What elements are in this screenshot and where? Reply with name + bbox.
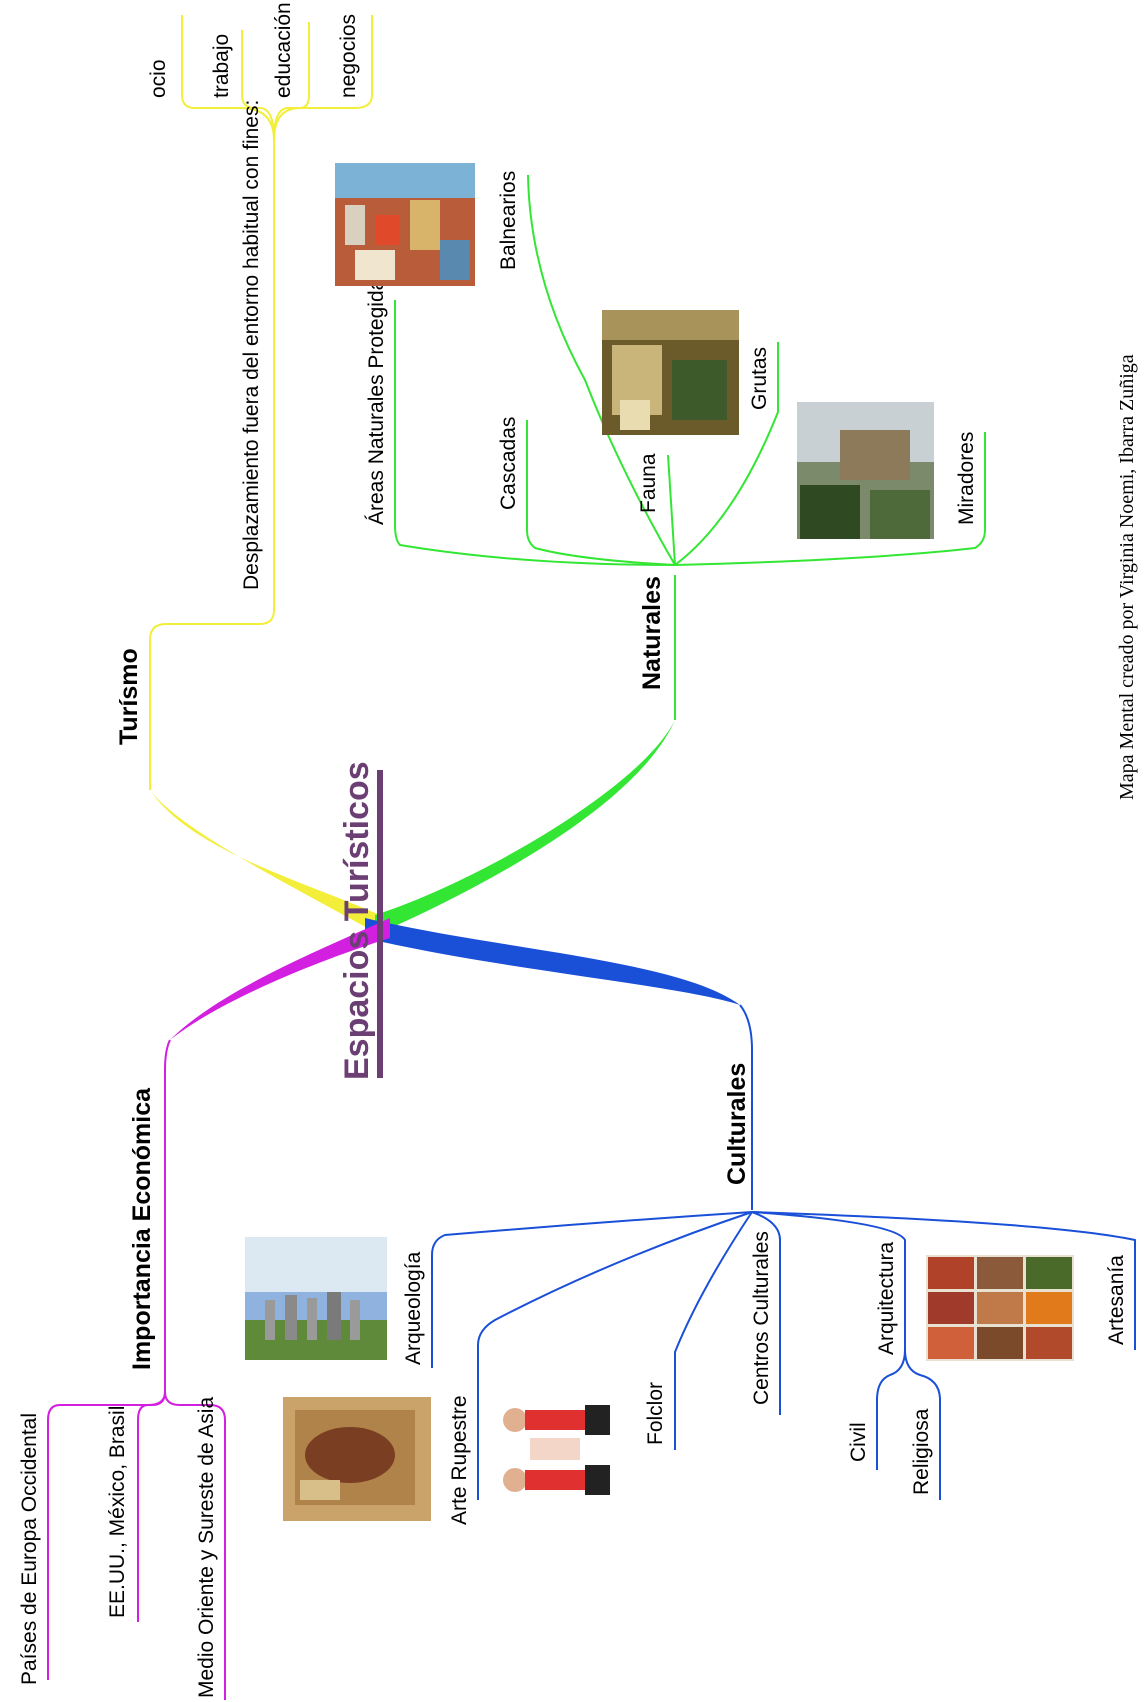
turismo-ribbon <box>150 790 380 935</box>
leaf-trabajo: trabajo <box>210 34 233 98</box>
leaf-cascadas: Cascadas <box>497 417 520 510</box>
turismo-lines <box>149 15 373 790</box>
leaf-centros-culturales: Centros Culturales <box>750 1231 773 1405</box>
miradores-photo <box>797 402 934 539</box>
leaf-medio-oriente-asia: Medio Oriente y Sureste de Asia <box>195 1397 218 1698</box>
leaf-arquitectura: Arquitectura <box>875 1241 898 1355</box>
culturales-label: Culturales <box>723 1063 751 1185</box>
leaf-negocios: negocios <box>337 14 360 98</box>
leaf-religiosa: Religiosa <box>910 1408 933 1495</box>
folclor-photo <box>482 1395 622 1520</box>
leaf-areas-naturales-protegidas: Áreas Naturales Protegidas <box>365 268 388 525</box>
leaf-folclor: Folclor <box>644 1382 667 1445</box>
arqueologia-photo <box>245 1237 387 1360</box>
turismo-description: Desplazamiento fuera del entorno habitua… <box>240 100 263 590</box>
economica-lines <box>47 1039 226 1700</box>
central-topic: Espacios Turísticos <box>338 761 376 1080</box>
leaf-eeuu-mexico-brasil: EE.UU., México, Brasil <box>106 1406 129 1618</box>
leaf-miradores: Miradores <box>955 432 978 525</box>
leaf-ocio: ocio <box>147 59 170 98</box>
leaf-arqueologia: Arqueología <box>402 1251 425 1365</box>
naturales-ribbon <box>375 720 675 935</box>
leaf-civil: Civil <box>847 1422 870 1462</box>
grutas-photo <box>602 310 739 435</box>
leaf-educacion: educación <box>272 2 295 98</box>
economica-label: Importancia Económica <box>128 1087 156 1370</box>
credit-text: Mapa Mental creado por Virginia Noemi, I… <box>1116 354 1138 800</box>
artesania-photo <box>926 1255 1074 1361</box>
leaf-arte-rupestre: Arte Rupestre <box>448 1395 471 1525</box>
leaf-europa-occidental: Países de Europa Occidental <box>18 1413 41 1685</box>
naturales-lines <box>394 174 986 720</box>
naturales-label: Naturales <box>638 576 666 690</box>
economica-ribbon <box>170 918 390 1040</box>
leaf-grutas: Grutas <box>748 347 771 410</box>
leaf-fauna: Fauna <box>637 453 660 513</box>
arte-rupestre-photo <box>283 1397 431 1521</box>
culturales-ribbon <box>365 918 740 1005</box>
balnearios-photo <box>335 163 475 286</box>
turismo-label: Turísmo <box>115 648 143 745</box>
leaf-artesania: Artesanía <box>1105 1255 1128 1345</box>
leaf-balnearios: Balnearios <box>497 171 520 270</box>
culturales-lines <box>431 1004 1136 1500</box>
